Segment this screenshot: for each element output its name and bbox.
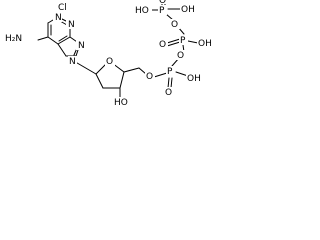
- atom-o5prime: O: [146, 72, 153, 82]
- chemical-structure-diagram: Cl N N H₂N N N O HO O P OH O O P OH O O: [2, 0, 215, 108]
- atom-p-beta: P: [180, 36, 186, 46]
- atom-o-ring: O: [106, 57, 113, 67]
- atom-p-gamma: P: [159, 6, 165, 16]
- bond-c5prime-o5prime: [138, 67, 147, 75]
- bond-c6-nh2: [37, 36, 49, 41]
- atom-n7: N: [78, 41, 85, 51]
- atom-p-alpha-o: O: [165, 88, 172, 98]
- bond-c4prime-c3prime: [119, 71, 125, 89]
- atom-p-alpha: P: [167, 67, 173, 77]
- bond-pbeta-o-double: [166, 38, 181, 44]
- bond-pbeta-o: [166, 41, 181, 47]
- atom-p-beta-oh: OH: [198, 39, 212, 49]
- atom-bridge-o-bg: O: [171, 20, 178, 30]
- atom-labels: Cl N N H₂N N N O HO O P OH O O P OH O O: [2, 0, 215, 108]
- bond-c5-c4-double: [58, 35, 68, 42]
- atom-p-gamma-oh-left: HO: [135, 6, 149, 16]
- bond-pbeta-oh: [187, 40, 199, 44]
- atom-p-gamma-oh-right: OH: [181, 5, 195, 15]
- bond-c4prime-c5prime: [123, 67, 140, 73]
- atom-cl: Cl: [58, 3, 67, 13]
- atom-n9: N: [69, 57, 76, 67]
- atom-p-alpha-oh: OH: [187, 74, 201, 84]
- atom-hydroxyl-3prime: HO: [114, 98, 128, 108]
- bond-c2prime-c1prime: [95, 73, 104, 89]
- bond-o5prime-palpha: [153, 72, 168, 78]
- atom-p-gamma-o: O: [159, 0, 166, 6]
- atom-n3: N: [68, 20, 75, 30]
- bond-palpha-o: [167, 77, 170, 89]
- bond-palpha-o-double: [170, 77, 173, 89]
- bond-c4-n3: [47, 36, 59, 45]
- bond-c5-c4: [57, 36, 71, 45]
- atom-n1: N: [55, 13, 62, 23]
- bond-n9-c4: [57, 43, 67, 57]
- atom-bridge-o-ab: O: [177, 51, 184, 61]
- atom-nh2: H₂N: [5, 34, 22, 44]
- atom-p-beta-o: O: [159, 40, 166, 50]
